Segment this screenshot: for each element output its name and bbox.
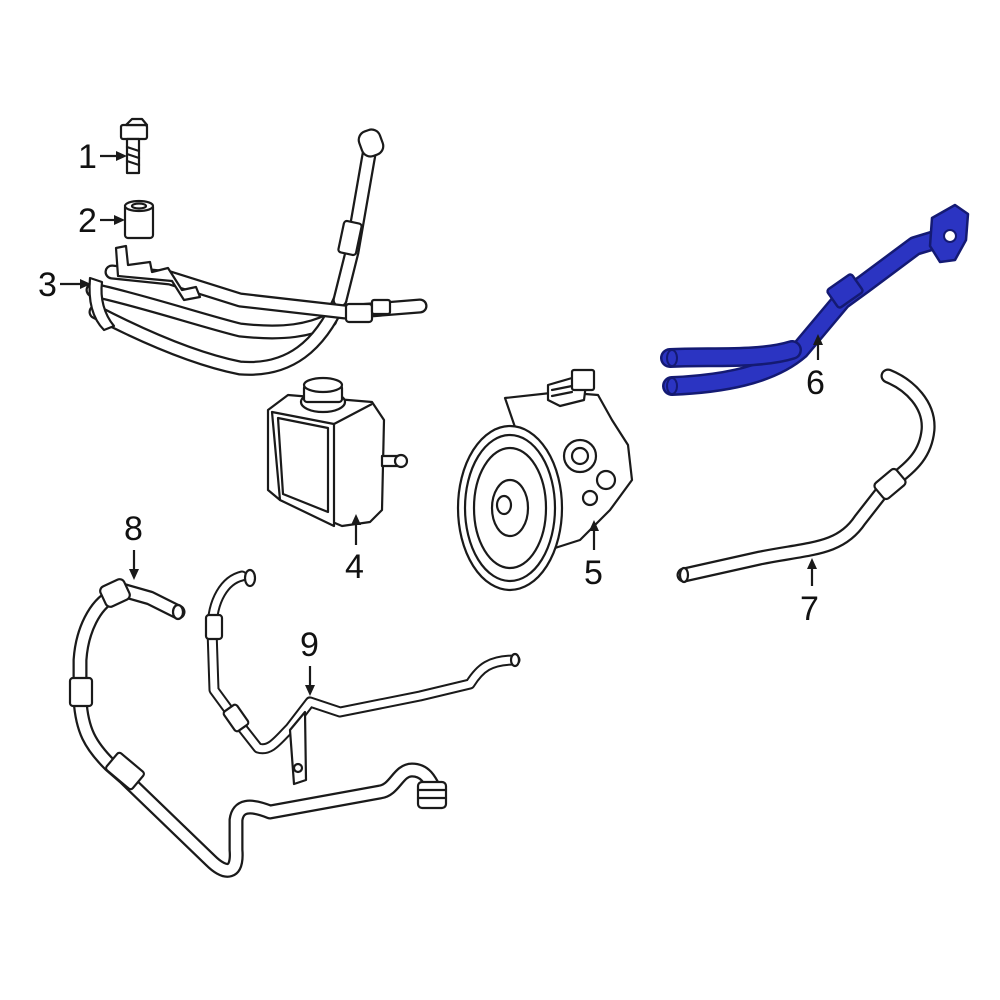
callout-2: 4 <box>345 514 364 586</box>
part-8-pressure-line[interactable] <box>68 578 448 878</box>
callout-3-label: 3 <box>38 266 57 304</box>
callout-9: 9 <box>300 626 319 696</box>
part-2-reservoir[interactable] <box>266 376 409 528</box>
callout-6-label: 6 <box>806 364 825 402</box>
callout-5-label: 1 <box>78 138 97 176</box>
callout-2-label: 4 <box>345 548 364 586</box>
part-5-bolt[interactable] <box>119 117 149 175</box>
callout-6: 6 <box>806 334 825 402</box>
callout-7-label: 7 <box>800 590 819 628</box>
callout-3: 3 <box>38 266 91 304</box>
callout-4: 2 <box>78 202 125 240</box>
callout-8-label: 8 <box>124 510 143 548</box>
callout-1: 5 <box>584 520 603 592</box>
callout-1-label: 5 <box>584 554 603 592</box>
callout-7: 7 <box>800 558 819 628</box>
part-6-hose-highlighted[interactable] <box>660 203 970 396</box>
part-4-bushing[interactable] <box>123 199 155 240</box>
part-3-hose-lines[interactable] <box>85 127 428 376</box>
part-7-hose[interactable] <box>676 368 936 584</box>
part-1-pump[interactable] <box>456 368 634 592</box>
part-9-return-line[interactable] <box>204 568 521 786</box>
callout-4-label: 2 <box>78 202 97 240</box>
callout-9-label: 9 <box>300 626 319 664</box>
callout-8: 8 <box>124 510 143 580</box>
callout-5: 1 <box>78 138 127 176</box>
